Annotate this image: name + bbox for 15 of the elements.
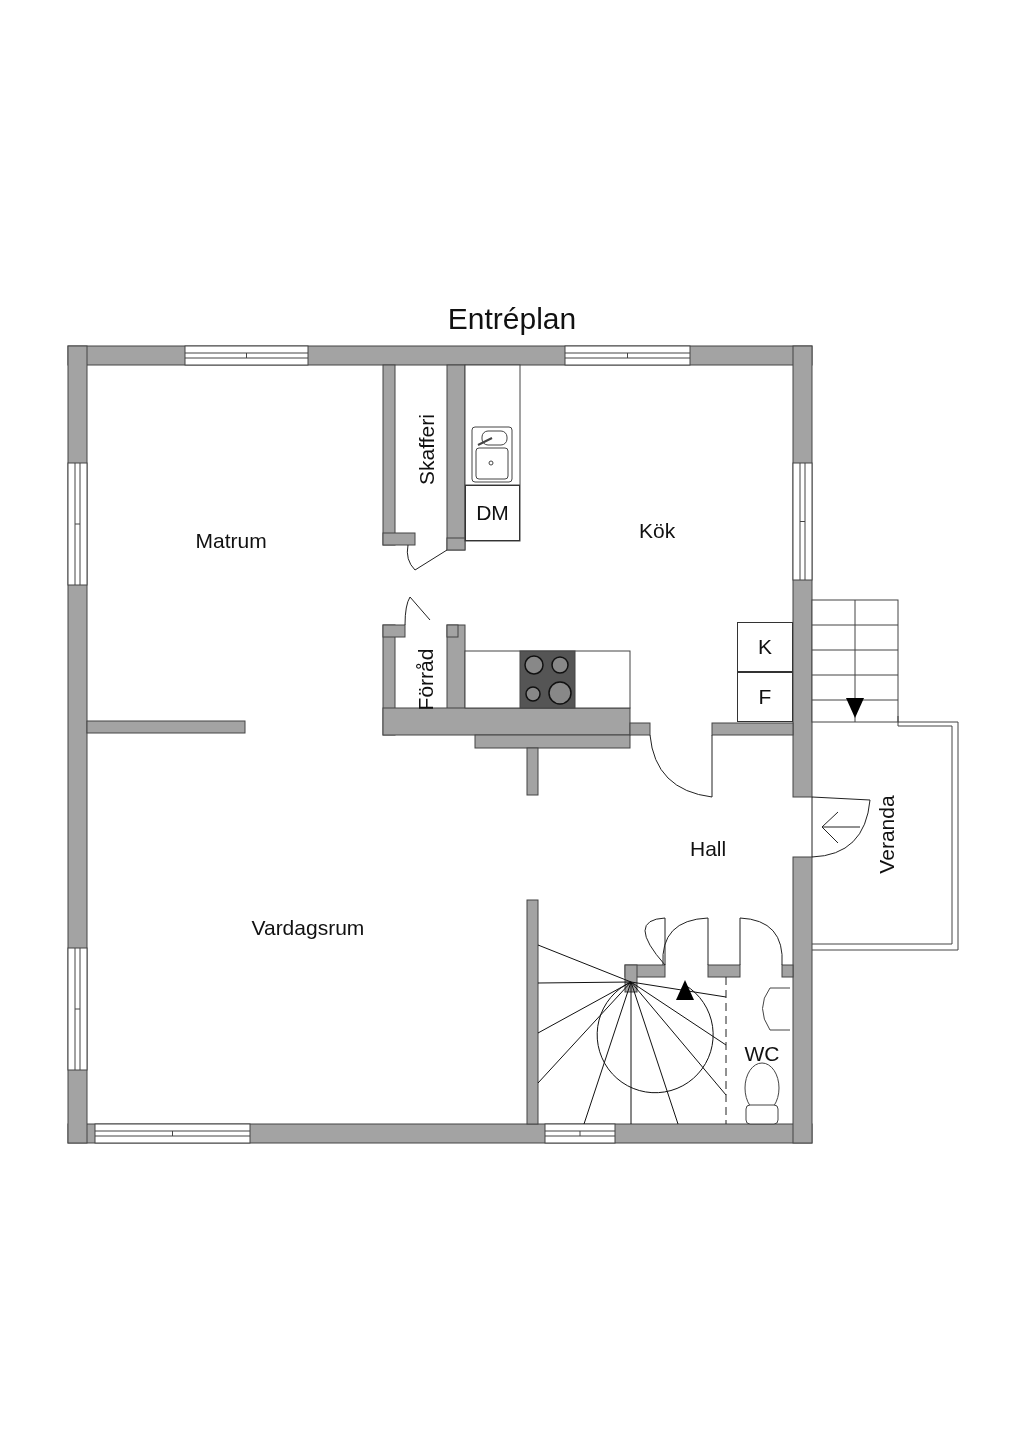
room-label: Kök [639, 519, 676, 541]
appliance-box [737, 622, 793, 672]
plan-title: Entréplan [446, 302, 578, 336]
room-label: WC [744, 1042, 780, 1064]
appliance-box [737, 672, 793, 722]
room-label: Veranda [875, 794, 897, 874]
room-label: Skafferi [415, 413, 437, 485]
room-label: Matrum [195, 529, 267, 551]
room-label: Vardagsrum [251, 916, 365, 938]
appliance-label: K [758, 635, 772, 659]
appliance-label: DM [476, 501, 509, 525]
appliance-box [465, 485, 520, 541]
room-label: Förråd [415, 648, 437, 710]
appliance-label: F [758, 685, 772, 709]
room-label: Hall [690, 837, 727, 859]
